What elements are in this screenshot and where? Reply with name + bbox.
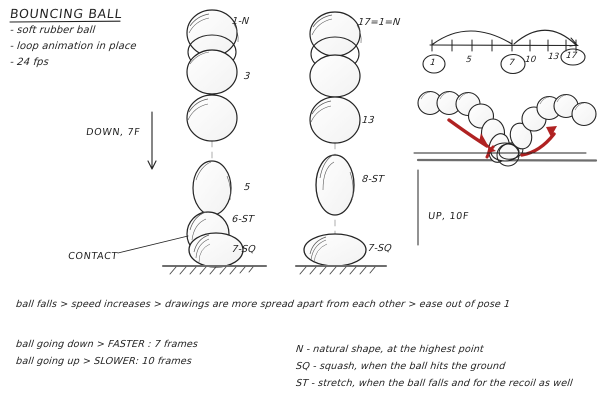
motion-arrow-up-red <box>520 126 557 157</box>
pose-label-13: 13 <box>361 115 376 126</box>
pose-label-17n: 17=1=N <box>357 17 401 28</box>
timeline-mark-10: 10 <box>524 55 537 65</box>
ground-line-up <box>294 264 388 275</box>
down-timing-annotation: DOWN, 7F <box>85 127 141 138</box>
pose-ball-3 <box>186 49 238 95</box>
spec-bullet-fps: - 24 fps <box>9 57 50 68</box>
spec-bullet-material: - soft rubber ball <box>9 25 96 36</box>
pose-ball-13 <box>309 96 361 144</box>
arc-ball-group-contact <box>490 142 524 167</box>
legend-entry-st: ST - stretch, when the ball falls and fo… <box>295 378 574 389</box>
page-title: BOUNCING BALL <box>9 6 124 21</box>
pose-ball-17n <box>309 11 362 57</box>
legend-entry-sq: SQ - squash, when the ball hits the grou… <box>295 361 506 372</box>
arc-ball-group-ascending <box>509 93 597 150</box>
legend-entry-n: N - natural shape, at the highest point <box>295 344 485 355</box>
timeline-mark-17: 17 <box>565 51 578 61</box>
up-column-drawing <box>294 11 388 275</box>
motion-arrow-down-red <box>447 118 490 149</box>
pose-ball-4 <box>186 94 238 142</box>
pose-label-8st: 8-ST <box>361 174 385 185</box>
timeline-mark-1: 1 <box>429 58 437 68</box>
ground-line-down <box>161 264 268 275</box>
spacing-rule-note: ball falls > speed increases > drawings … <box>15 299 511 310</box>
spec-bullet-loop: - loop animation in place <box>9 41 138 52</box>
timing-note-up: ball going up > SLOWER: 10 frames <box>15 356 193 367</box>
pose-ball-8st <box>315 154 355 216</box>
pose-label-7sq: 7-SQ <box>231 244 257 255</box>
pose-ball-15 <box>309 54 361 98</box>
pose-label-1n: 1-N <box>231 16 250 27</box>
pose-label-3: 3 <box>243 71 251 82</box>
contact-leader-line <box>117 235 189 254</box>
timeline-drawing <box>422 29 586 75</box>
timeline-mark-7: 7 <box>508 58 516 68</box>
pose-ball-7sq-up <box>303 233 367 267</box>
pose-label-5: 5 <box>243 182 251 193</box>
title-underline <box>9 20 121 23</box>
pose-label-7sq-up: 7-SQ <box>367 243 393 254</box>
pose-ball-1n <box>186 9 239 57</box>
timeline-mark-5: 5 <box>465 55 473 65</box>
down-arrow <box>147 111 157 170</box>
timeline-mark-13: 13 <box>547 52 560 62</box>
pose-ball-5 <box>192 160 232 216</box>
pose-label-6st: 6-ST <box>231 214 255 225</box>
motion-arrow-recoil-red <box>485 145 496 159</box>
timing-note-down: ball going down > FASTER : 7 frames <box>15 339 199 350</box>
down-column-drawing <box>117 9 268 275</box>
bounce-arc-drawing <box>413 90 598 246</box>
up-timing-annotation: UP, 10F <box>427 211 470 222</box>
contact-label: CONTACT <box>67 251 119 262</box>
